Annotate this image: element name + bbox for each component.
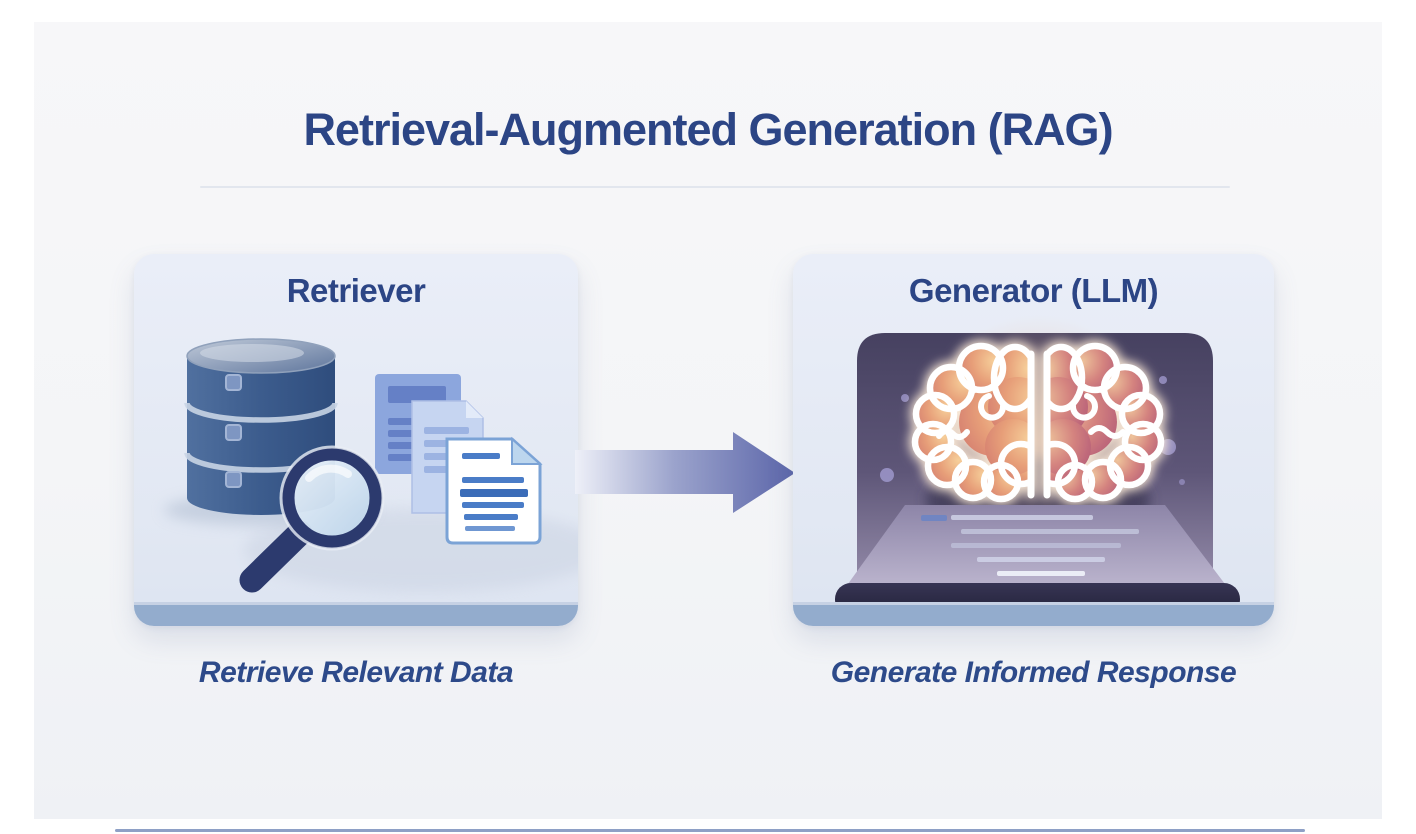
retriever-caption: Retrieve Relevant Data [198,656,514,689]
flow-arrow-icon [575,432,795,513]
generator-base-strip [793,602,1274,626]
page-title: Retrieval-Augmented Generation (RAG) [303,104,1113,155]
magnifier-icon [239,445,385,593]
documents-icon [375,374,543,545]
retriever-node: Retriever [134,254,578,626]
generator-illustration [835,315,1240,616]
deck-text-lines [921,515,1139,576]
generator-caption: Generate Informed Response [830,656,1237,689]
generator-node: Generator (LLM) [793,254,1274,626]
title-divider [200,186,1230,188]
document-front [445,436,543,545]
brain-icon [911,342,1165,503]
bottom-accent-line [115,829,1305,832]
generator-title: Generator (LLM) [908,272,1159,309]
retriever-title: Retriever [286,272,426,309]
retriever-illustration [164,338,578,593]
retriever-base-strip [134,602,578,626]
